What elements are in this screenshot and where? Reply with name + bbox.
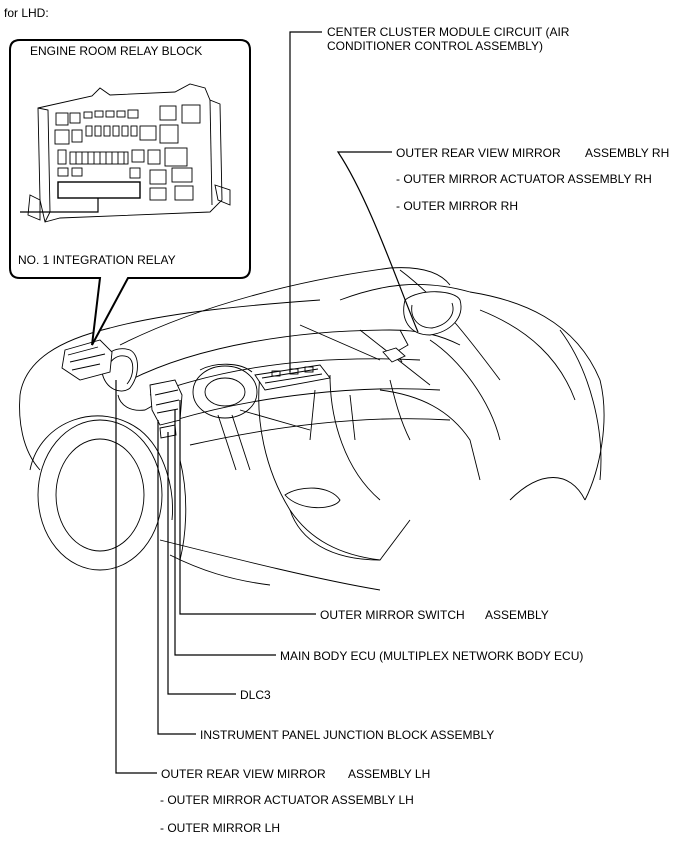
main-body-ecu-label: MAIN BODY ECU (MULTIPLEX NETWORK BODY EC…	[280, 649, 584, 663]
inset-title: ENGINE ROOM RELAY BLOCK	[30, 44, 203, 58]
leader-lines	[115, 31, 419, 774]
integration-relay-label: NO. 1 INTEGRATION RELAY	[18, 253, 176, 267]
rh-mirror-label: OUTER REAR VIEW MIRROR	[396, 146, 561, 160]
lh-mirror-assembly-label: ASSEMBLY LH	[348, 767, 431, 781]
relay-block-inset	[9, 39, 251, 346]
mirror-switch-assembly-label: ASSEMBLY	[485, 608, 549, 622]
rh-actuator-label: - OUTER MIRROR ACTUATOR ASSEMBLY RH	[396, 172, 652, 186]
junction-block-label: INSTRUMENT PANEL JUNCTION BLOCK ASSEMBLY	[200, 728, 495, 742]
lh-actuator-label: - OUTER MIRROR ACTUATOR ASSEMBLY LH	[160, 793, 414, 807]
rh-mirror-sub-label: - OUTER MIRROR RH	[396, 199, 518, 213]
page-title: for LHD:	[4, 6, 49, 20]
dlc3-label: DLC3	[240, 688, 271, 702]
lh-mirror-sub-label: - OUTER MIRROR LH	[160, 821, 280, 835]
center-cluster-label-line2: CONDITIONER CONTROL ASSEMBLY)	[327, 39, 544, 53]
relay-block-on-vehicle	[61, 339, 113, 381]
junction-block-cluster	[149, 379, 183, 439]
rh-mirror-assembly-label: ASSEMBLY RH	[585, 146, 670, 160]
center-cluster-label-line1: CENTER CLUSTER MODULE CIRCUIT (AIR	[327, 25, 570, 39]
center-cluster-module	[254, 364, 331, 391]
lh-mirror-label: OUTER REAR VIEW MIRROR	[161, 767, 326, 781]
mirror-switch-label: OUTER MIRROR SWITCH	[320, 608, 465, 622]
vehicle-body	[19, 267, 605, 591]
rh-outer-mirror	[382, 291, 462, 363]
